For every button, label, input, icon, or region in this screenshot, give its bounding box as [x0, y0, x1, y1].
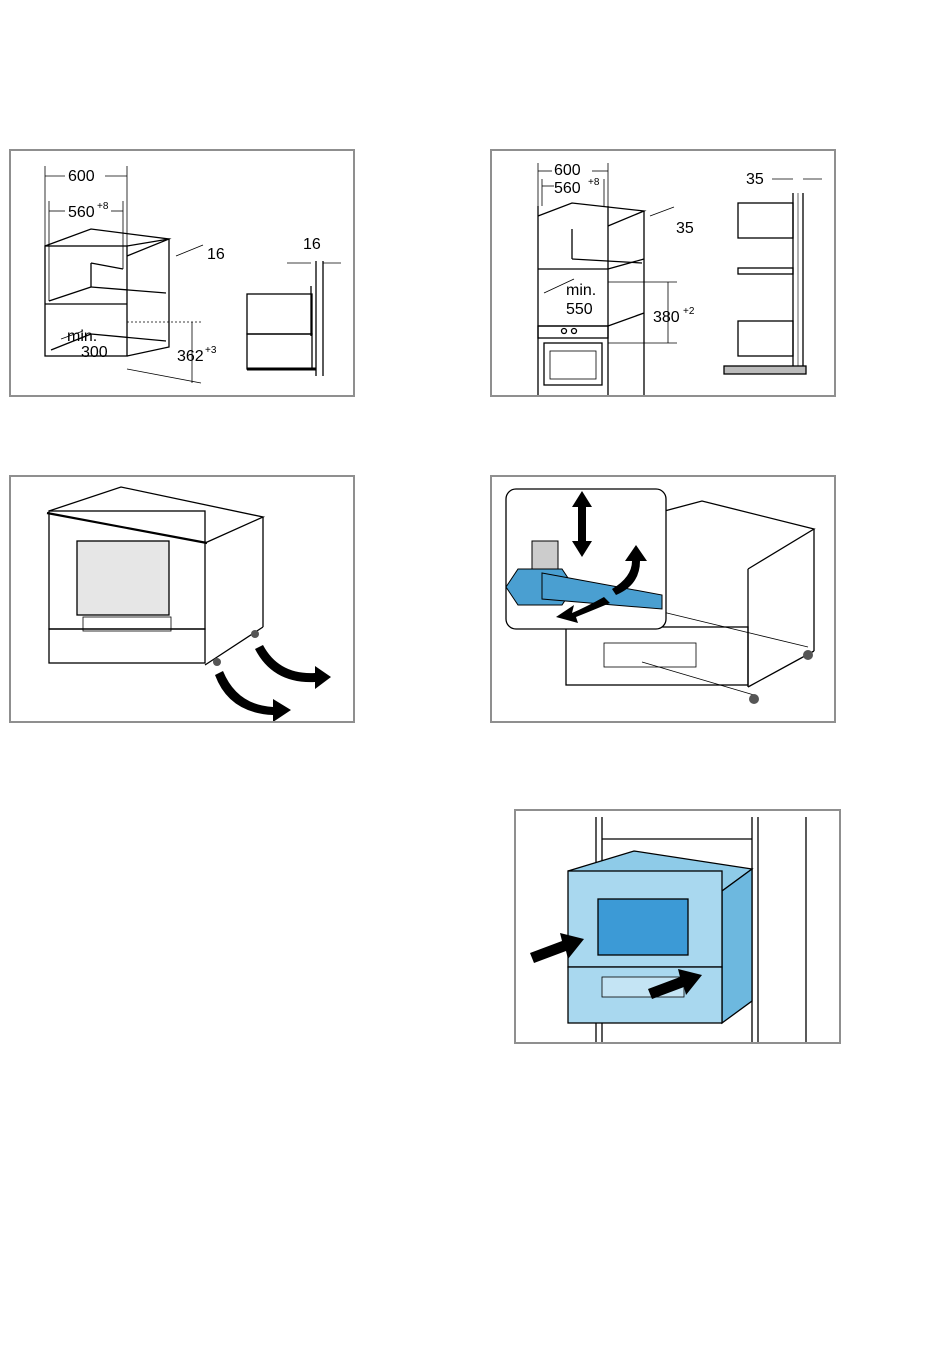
width-inner-label: 560	[554, 180, 581, 197]
oven-control-panel	[538, 326, 608, 338]
width-outer-label: 600	[68, 168, 95, 185]
niche-dimensions-panel-1: 600 560 +8 16 16 min. 300 362 +3	[9, 149, 355, 397]
min-label: min.	[67, 328, 97, 345]
height-label: 380	[653, 309, 680, 326]
side-gap-label: 35	[676, 220, 694, 237]
adjust-feet-diagram	[492, 477, 836, 723]
side-gap-detail-label: 35	[746, 171, 764, 188]
oven-body	[568, 851, 752, 1023]
niche-diagram-2: 600 560 +8 35 35 min. 550 380 +2	[492, 151, 836, 397]
height-label: 362	[177, 348, 204, 365]
oven-drawer	[49, 629, 205, 663]
width-inner-tolerance: +8	[97, 201, 109, 212]
side-shelf-1	[738, 203, 793, 238]
width-outer-label: 600	[554, 162, 581, 179]
oven-window	[598, 899, 688, 955]
side-gap-label: 16	[207, 246, 225, 263]
insert-appliance-panel	[514, 809, 841, 1044]
adjust-feet-panel	[490, 475, 836, 723]
insert-appliance-diagram	[516, 811, 841, 1044]
curved-arrow-icon	[215, 645, 331, 722]
foot-icon	[749, 694, 759, 704]
niche-diagram-1: 600 560 +8 16 16 min. 300 362 +3	[11, 151, 355, 397]
height-tolerance: +2	[683, 306, 695, 317]
screw-icon	[213, 630, 259, 666]
height-tolerance: +3	[205, 345, 217, 356]
side-gap-detail-label: 16	[303, 236, 321, 253]
remove-screws-diagram	[11, 477, 355, 723]
width-inner-label: 560	[68, 204, 95, 221]
width-inner-tolerance: +8	[588, 177, 600, 188]
side-shelf-2	[738, 321, 793, 356]
niche-dimensions-panel-2: 600 560 +8 35 35 min. 550 380 +2	[490, 149, 836, 397]
min-value-label: 300	[81, 344, 108, 361]
remove-screws-panel	[9, 475, 355, 723]
foot-icon	[803, 650, 813, 660]
oven-window	[77, 541, 169, 615]
oven-drawer	[566, 627, 748, 685]
side-panel-upper	[247, 294, 312, 334]
min-value-label: 550	[566, 301, 593, 318]
min-label: min.	[566, 282, 596, 299]
side-panel-lower	[247, 334, 312, 369]
